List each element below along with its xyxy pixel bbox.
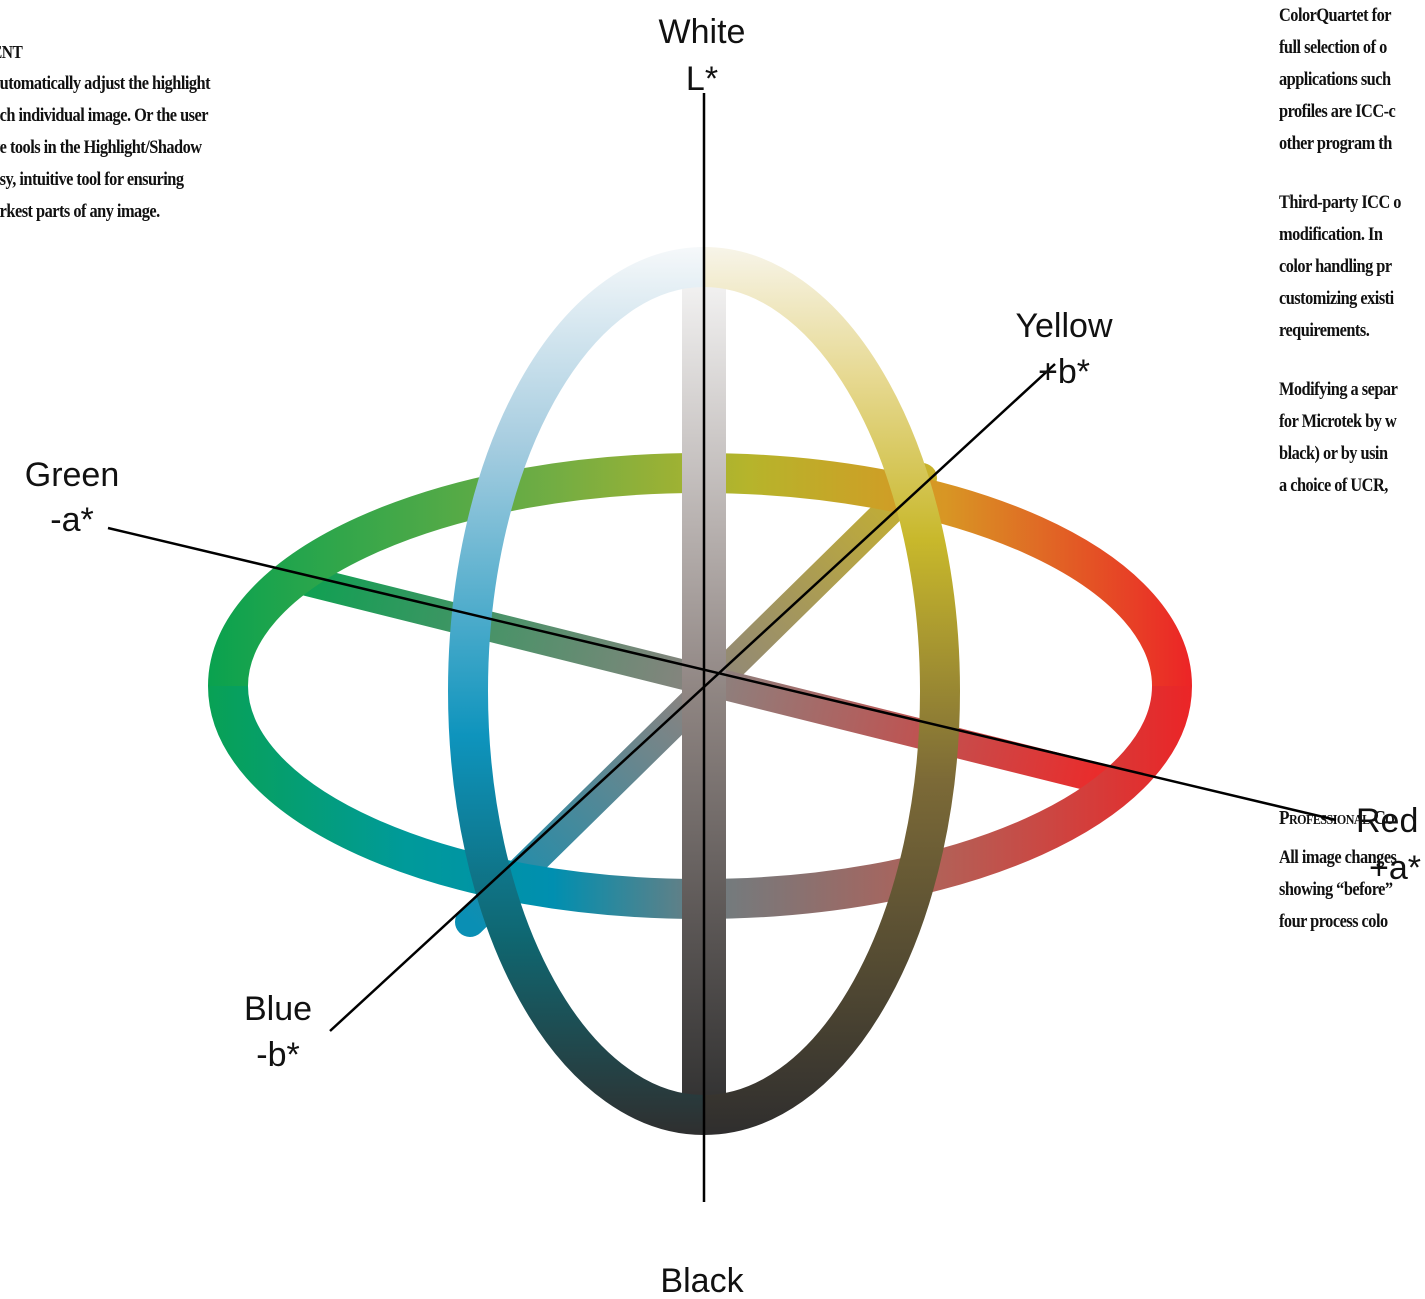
right-text-line: black) or by usin (1279, 443, 1388, 464)
axis-lines (107, 93, 1337, 1202)
right-text-line: Modifying a separ (1279, 379, 1398, 400)
left-text-column: ENT automatically adjust the highlight a… (0, 36, 211, 228)
vertical-lightness-ring (448, 247, 960, 1135)
left-section-heading: ENT (0, 42, 23, 62)
minus-a-star-label: -a* (50, 501, 93, 539)
plus-b-star-label: +b* (1038, 353, 1090, 391)
minus-b-star-label: -b* (256, 1036, 299, 1074)
b-axis-line (329, 363, 1056, 1032)
yellow-label: Yellow (1015, 307, 1112, 345)
white-label: White (659, 13, 746, 51)
green-label: Green (25, 456, 120, 494)
right-text-line: Third-party ICC o (1279, 192, 1401, 213)
a-axis-line (107, 526, 1337, 822)
right-text-line: modification. In (1279, 224, 1383, 245)
plus-a-star-label: +a* (1369, 849, 1421, 887)
right-paragraph: Third-party ICC o modification. In color… (1279, 187, 1401, 347)
right-text-line: All image changes (1279, 847, 1397, 868)
left-text-line: arkest parts of any image. (0, 201, 160, 222)
right-paragraph: ColorQuartet for full selection of o app… (1279, 0, 1401, 160)
l-star-label: L* (686, 60, 718, 98)
right-text-line: a choice of UCR, (1279, 475, 1388, 496)
right-text-line: color handling pr (1279, 256, 1392, 277)
blue-label: Blue (244, 990, 312, 1028)
right-text-line: showing “before” (1279, 879, 1393, 900)
left-text-line: ach individual image. Or the user (0, 105, 209, 126)
right-text-line: applications such (1279, 69, 1391, 90)
left-text-line: automatically adjust the highlight (0, 73, 211, 94)
right-paragraph: Modifying a separ for Microtek by w blac… (1279, 374, 1401, 502)
right-text-line: four process colo (1279, 911, 1388, 932)
right-text-line: customizing existi (1279, 288, 1394, 309)
right-text-column: ColorQuartet for full selection of o app… (1279, 0, 1401, 938)
left-text-line: asy, intuitive tool for ensuring (0, 169, 184, 190)
red-label: Red (1356, 802, 1418, 840)
right-text-line: requirements. (1279, 320, 1370, 341)
black-label: Black (660, 1262, 744, 1299)
right-text-line: ColorQuartet for (1279, 5, 1392, 26)
right-text-line: profiles are ICC-c (1279, 101, 1396, 122)
right-text-line: other program th (1279, 133, 1392, 154)
left-text-line: ve tools in the Highlight/Shadow (0, 137, 202, 158)
right-text-line: full selection of o (1279, 37, 1387, 58)
right-text-line: for Microtek by w (1279, 411, 1397, 432)
